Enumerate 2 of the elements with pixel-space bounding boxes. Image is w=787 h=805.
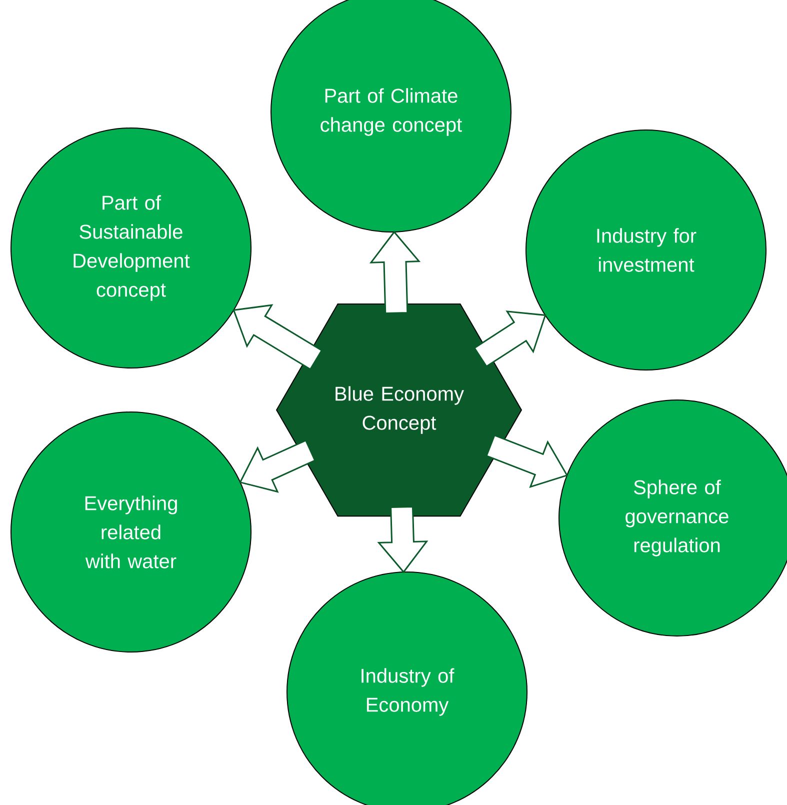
block-arrow [377,506,428,574]
block-arrow [369,230,421,314]
